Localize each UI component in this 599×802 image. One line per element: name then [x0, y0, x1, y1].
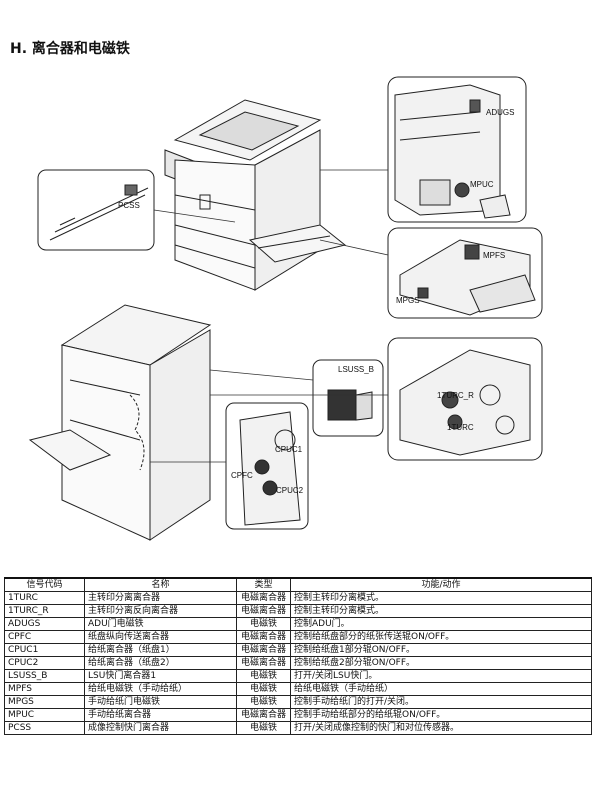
cell-code: MPGS	[4, 695, 85, 709]
cell-function: 控制ADU门。	[290, 617, 592, 631]
cell-type: 电磁铁	[236, 682, 291, 696]
cell-function: 控制手动给纸部分的给纸辊ON/OFF。	[290, 708, 592, 722]
cell-function: 控制手动给纸门的打开/关闭。	[290, 695, 592, 709]
cell-name: 给纸离合器（纸盘1）	[84, 643, 237, 657]
cell-type: 电磁铁	[236, 695, 291, 709]
table-header-row: 信号代码 名称 类型 功能/动作	[4, 577, 592, 592]
cell-function: 控制给纸盘2部分辊ON/OFF。	[290, 656, 592, 670]
cell-name: 手动给纸门电磁铁	[84, 695, 237, 709]
cell-function: 控制给纸盘部分的纸张传送辊ON/OFF。	[290, 630, 592, 644]
cell-type: 电磁离合器	[236, 656, 291, 670]
cell-code: CPUC1	[4, 643, 85, 657]
cell-name: 主转印分离反向离合器	[84, 604, 237, 618]
cell-type: 电磁铁	[236, 721, 291, 735]
cpuc1-label: CPUC1	[275, 445, 303, 454]
header-function: 功能/动作	[290, 577, 592, 592]
mpfs-detail-illustration	[387, 227, 543, 319]
cell-type: 电磁离合器	[236, 643, 291, 657]
cell-name: 成像控制快门离合器	[84, 721, 237, 735]
cell-type: 电磁离合器	[236, 591, 291, 605]
mpfs-label: MPFS	[483, 251, 505, 260]
section-title: H. 离合器和电磁铁	[10, 41, 130, 57]
cell-code: CPFC	[4, 630, 85, 644]
copier-upper-illustration	[164, 99, 347, 291]
cell-function: 给纸电磁铁（手动给纸）	[290, 682, 592, 696]
header-name: 名称	[84, 577, 237, 592]
mpgs-label: MPGS	[396, 296, 420, 305]
cell-code: CPUC2	[4, 656, 85, 670]
header-type: 类型	[236, 577, 291, 592]
cell-code: 1TURC	[4, 591, 85, 605]
adugs-label: ADUGS	[486, 108, 514, 117]
cell-name: ADU门电磁铁	[84, 617, 237, 631]
cell-function: 控制给纸盘1部分辊ON/OFF。	[290, 643, 592, 657]
cell-name: 主转印分离离合器	[84, 591, 237, 605]
cell-code: PCSS	[4, 721, 85, 735]
cell-code: ADUGS	[4, 617, 85, 631]
cell-type: 电磁铁	[236, 669, 291, 683]
cpuc2-label: CPUC2	[276, 486, 304, 495]
clutch-solenoid-diagram: ADUGS MPUC PCSS MPFS MPGS LSUSS_B 1TURC_…	[28, 76, 543, 541]
cell-type: 电磁离合器	[236, 708, 291, 722]
cell-function: 打开/关闭成像控制的快门和对位传感器。	[290, 721, 592, 735]
cell-function: 控制主转印分离模式。	[290, 604, 592, 618]
cell-type: 电磁离合器	[236, 604, 291, 618]
cell-code: MPFS	[4, 682, 85, 696]
cell-type: 电磁离合器	[236, 630, 291, 644]
turc-r-label: 1TURC_R	[437, 391, 474, 400]
turc-label: 1TURC	[447, 423, 474, 432]
pcss-label: PCSS	[118, 201, 140, 210]
cell-name: 给纸离合器（纸盘2）	[84, 656, 237, 670]
mpuc-label: MPUC	[470, 180, 494, 189]
cpuc-detail-illustration	[225, 402, 309, 530]
pcss-detail-illustration	[37, 169, 155, 251]
adugs-detail-illustration	[387, 76, 527, 223]
cell-name: 手动给纸离合器	[84, 708, 237, 722]
cell-name: 给纸电磁铁（手动给纸）	[84, 682, 237, 696]
cell-code: 1TURC_R	[4, 604, 85, 618]
cpfc-label: CPFC	[231, 471, 253, 480]
cell-function: 打开/关闭LSU快门。	[290, 669, 592, 683]
cell-code: MPUC	[4, 708, 85, 722]
cell-name: 纸盘纵向传送离合器	[84, 630, 237, 644]
cell-function: 控制主转印分离模式。	[290, 591, 592, 605]
cell-code: LSUSS_B	[4, 669, 85, 683]
lsuss-label: LSUSS_B	[338, 365, 374, 374]
copier-lower-illustration	[28, 304, 212, 541]
cell-type: 电磁铁	[236, 617, 291, 631]
turc-detail-illustration	[387, 337, 543, 461]
header-signal-code: 信号代码	[4, 577, 85, 592]
cell-name: LSU快门离合器1	[84, 669, 237, 683]
